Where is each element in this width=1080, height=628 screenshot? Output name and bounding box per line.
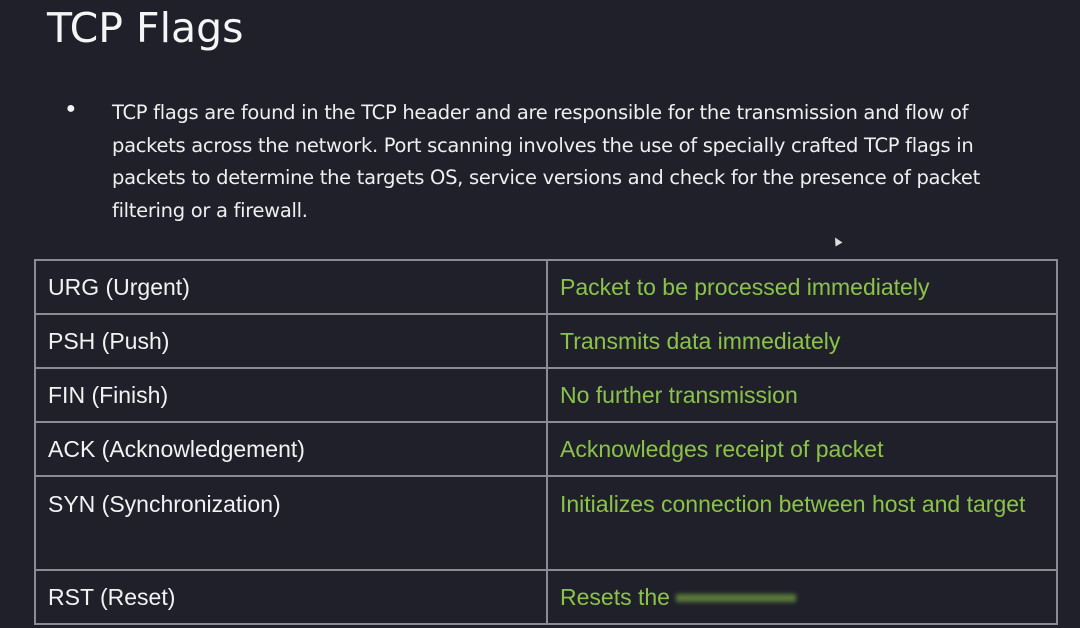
- flag-description-cell: Resets the: [546, 569, 1058, 625]
- blurred-text: [675, 594, 796, 603]
- flag-name: RST (Reset): [34, 569, 548, 625]
- table-row: PSH (Push) Transmits data immediately: [34, 313, 1058, 369]
- bullet-icon: ●: [66, 100, 76, 117]
- tcp-flags-table: URG (Urgent) Packet to be processed imme…: [34, 259, 1058, 625]
- flag-name: ACK (Acknowledgement): [34, 421, 548, 477]
- mouse-cursor-icon: [831, 235, 843, 247]
- table-row: ACK (Acknowledgement) Acknowledges recei…: [34, 421, 1058, 477]
- flag-description: Acknowledges receipt of packet: [546, 421, 1058, 477]
- flag-name: FIN (Finish): [34, 367, 548, 423]
- table-row: SYN (Synchronization) Initializes connec…: [34, 475, 1058, 571]
- flag-description: Transmits data immediately: [546, 313, 1058, 369]
- flag-name: PSH (Push): [34, 313, 548, 369]
- flag-description: Packet to be processed immediately: [546, 259, 1058, 315]
- flag-description: No further transmission: [546, 367, 1058, 423]
- slide-title: TCP Flags: [47, 4, 244, 52]
- table-row: FIN (Finish) No further transmission: [34, 367, 1058, 423]
- table-row: RST (Reset) Resets the: [34, 569, 1058, 625]
- flag-name: SYN (Synchronization): [34, 475, 548, 571]
- flag-description: Resets the: [560, 583, 670, 610]
- bullet-text: TCP flags are found in the TCP header an…: [112, 101, 980, 222]
- flag-name: URG (Urgent): [34, 259, 548, 315]
- table-row: URG (Urgent) Packet to be processed imme…: [34, 259, 1058, 315]
- flag-description: Initializes connection between host and …: [546, 475, 1058, 571]
